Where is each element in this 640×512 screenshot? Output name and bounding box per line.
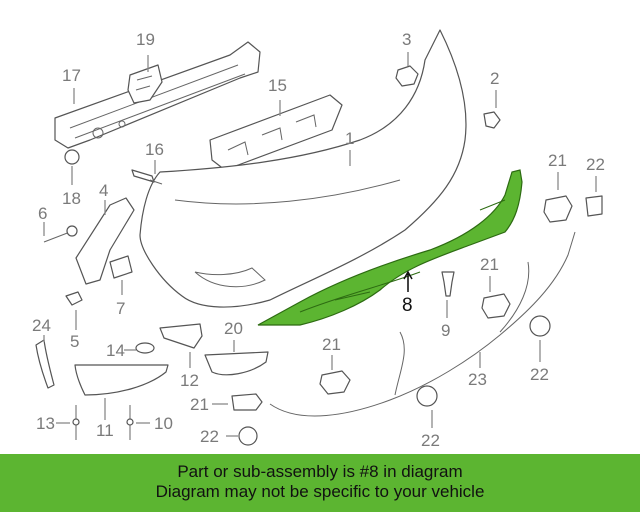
callout-23: 23 [468, 370, 487, 389]
callout-21-mid: 21 [480, 255, 499, 274]
part-4-side-bracket[interactable] [75, 197, 135, 285]
part-12-bracket[interactable] [159, 323, 203, 349]
callout-1: 1 [345, 129, 354, 148]
banner-line-disclaimer: Diagram may not be specific to your vehi… [155, 482, 485, 501]
part-3-nut[interactable] [395, 65, 419, 87]
callout-9: 9 [441, 321, 450, 340]
part-9-clip[interactable] [441, 271, 455, 297]
callout-7: 7 [116, 299, 125, 318]
part-21-sensor-lower[interactable] [319, 370, 351, 395]
part-22-ring-top[interactable] [585, 195, 603, 217]
part-18-grommet[interactable] [64, 149, 80, 165]
callout-22-top: 22 [586, 155, 605, 174]
callout-14: 14 [106, 341, 125, 360]
callout-21-top: 21 [548, 151, 567, 170]
callout-21-low: 21 [322, 335, 341, 354]
callout-20: 20 [224, 319, 243, 338]
part-22-ring-bottom[interactable] [416, 385, 438, 407]
info-banner: Part or sub-assembly is #8 in diagram Di… [0, 454, 640, 512]
callout-21-bottom: 21 [190, 395, 209, 414]
part-2-bolt[interactable] [483, 111, 501, 129]
callout-5: 5 [70, 332, 79, 351]
part-15-energy-absorber[interactable] [209, 94, 343, 171]
callout-24: 24 [32, 316, 51, 335]
callout-8-arrow [403, 270, 413, 292]
callout-3: 3 [402, 30, 411, 49]
part-22-ring-left[interactable] [238, 426, 258, 446]
banner-line-part: Part or sub-assembly is #8 in diagram [177, 462, 463, 481]
part-17-reinforcement-bar[interactable] [54, 41, 261, 149]
callout-4: 4 [99, 181, 108, 200]
callout-19: 19 [136, 30, 155, 49]
callout-22-bottom: 22 [421, 431, 440, 450]
callout-16: 16 [145, 140, 164, 159]
part-14-plug[interactable] [135, 342, 155, 354]
part-5-screw[interactable] [65, 291, 83, 306]
part-23-wiring-harness[interactable] [269, 231, 576, 417]
part-16-clip[interactable] [131, 169, 163, 185]
callout-11: 11 [96, 421, 114, 440]
parts-diagram: 19 17 15 1 3 2 16 18 4 6 7 5 8 9 21 22 2… [32, 29, 605, 450]
part-13-pin[interactable] [72, 405, 80, 440]
callout-18: 18 [62, 189, 81, 208]
callout-13: 13 [36, 414, 55, 433]
callout-12: 12 [180, 371, 199, 390]
callout-8-highlighted[interactable]: 8 [402, 295, 413, 316]
callout-22-right: 22 [530, 365, 549, 384]
part-21-sensor-upper[interactable] [543, 195, 573, 223]
callout-22-left: 22 [200, 427, 219, 446]
callout-17: 17 [62, 66, 81, 85]
part-6-pin[interactable] [43, 225, 78, 243]
part-24-trim[interactable] [35, 339, 55, 389]
part-19-bracket[interactable] [127, 64, 163, 104]
part-7-retainer[interactable] [109, 255, 133, 279]
callout-15: 15 [268, 76, 287, 95]
part-1-bumper-cover[interactable] [139, 29, 467, 308]
part-20-lamp[interactable] [204, 351, 269, 376]
callout-6: 6 [38, 204, 47, 223]
part-21-sensor-bottom[interactable] [231, 393, 263, 411]
part-22-ring-right[interactable] [529, 315, 551, 337]
part-10-pin[interactable] [126, 405, 134, 440]
part-11-reflector-housing[interactable] [74, 364, 169, 396]
part-21-sensor-mid[interactable] [481, 293, 511, 319]
callout-2: 2 [490, 69, 499, 88]
callout-10: 10 [154, 414, 173, 433]
